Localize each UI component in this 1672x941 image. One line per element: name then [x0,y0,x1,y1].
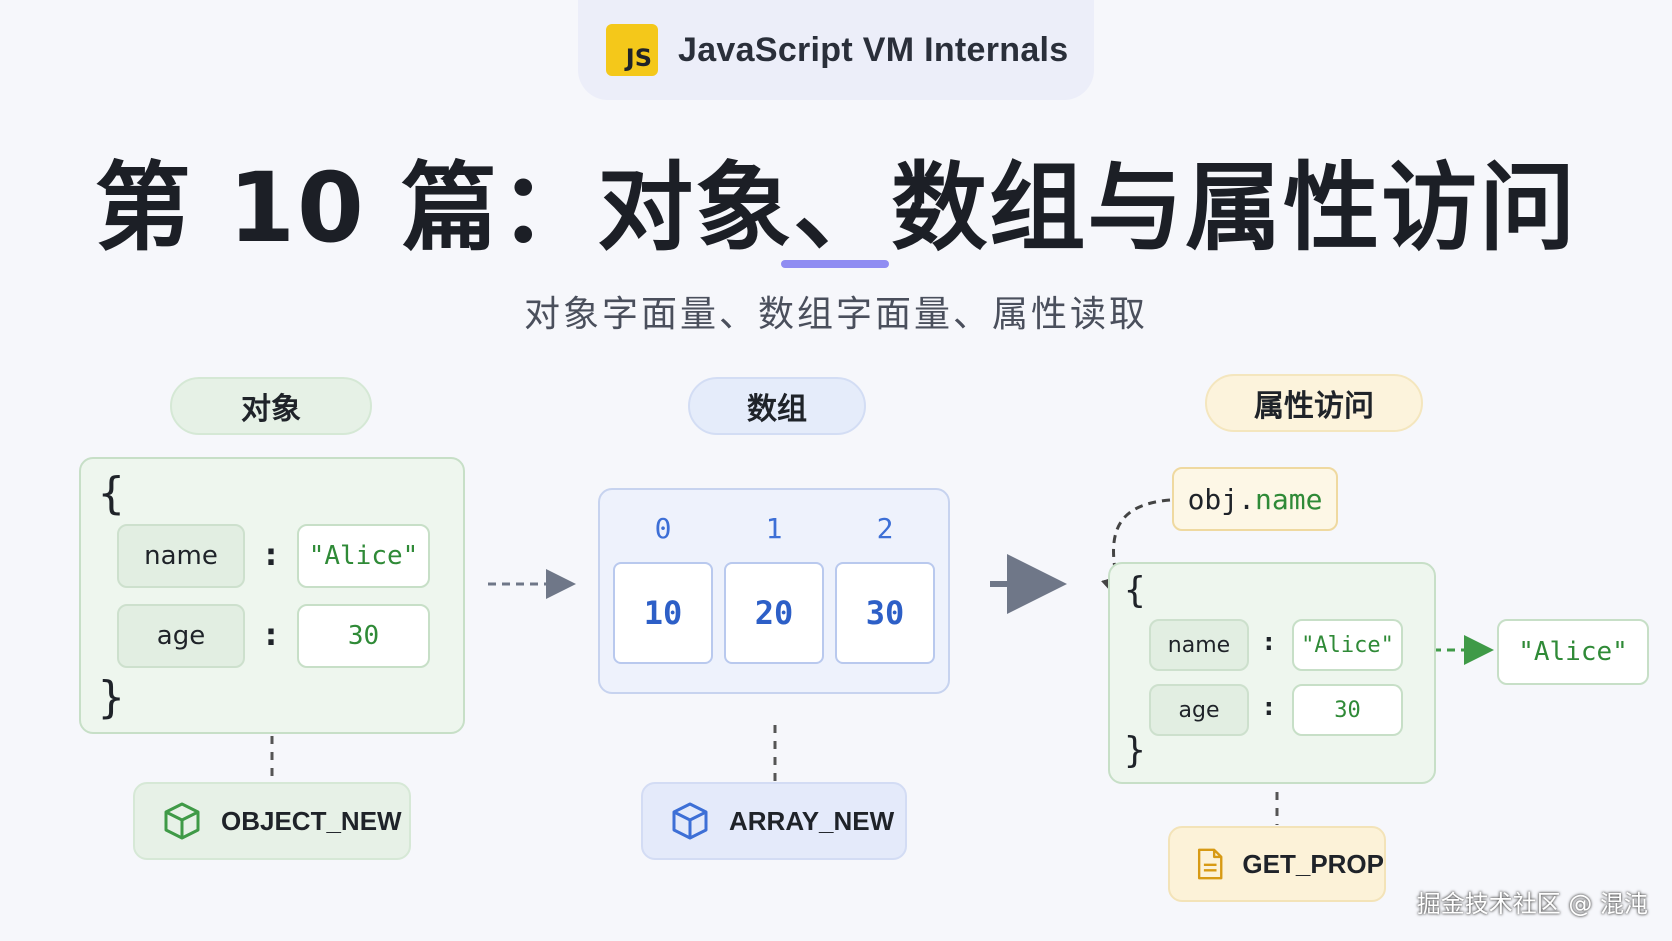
page-subtitle: 对象字面量、数组字面量、属性读取 [523,294,1148,335]
title-underline [781,260,889,268]
array-label: 数组 [688,377,866,435]
access-close-brace: } [1124,730,1146,771]
access-label: 属性访问 [1205,374,1423,432]
object-key-name: name [117,524,245,588]
access-colon-age: : [1264,693,1274,721]
expr-property: name [1255,482,1323,516]
object-colon-age: : [265,618,277,653]
access-value-name: "Alice" [1292,619,1403,671]
array-new-label: ARRAY_NEW [729,805,895,836]
array-cell-0: 10 [613,562,713,664]
array-cell-1: 20 [724,562,824,664]
array-cell-2: 30 [835,562,935,664]
object-colon-name: : [265,538,277,573]
access-expression: obj.name [1172,467,1338,531]
object-new-opcode: OBJECT_NEW [133,782,411,860]
object-new-label: OBJECT_NEW [221,805,402,836]
watermark: 掘金技术社区 @ 混沌 [1416,890,1648,918]
object-label: 对象 [170,377,372,435]
array-new-opcode: ARRAY_NEW [641,782,907,860]
array-index-2: 2 [876,512,894,545]
header-tag-text: JavaScript VM Internals [678,30,1069,69]
document-icon [1197,848,1223,880]
object-close-brace: } [98,672,125,723]
access-value-age: 30 [1292,684,1403,736]
header-tag: JS JavaScript VM Internals [578,0,1094,100]
object-key-age: age [117,604,245,668]
expr-object: obj. [1187,482,1255,516]
access-key-name: name [1149,619,1249,671]
get-prop-opcode: GET_PROP [1168,826,1386,902]
object-value-age: 30 [297,604,430,668]
js-logo-icon: JS [606,24,658,76]
access-colon-name: : [1264,628,1274,656]
array-index-0: 0 [654,512,672,545]
access-open-brace: { [1124,570,1146,611]
access-object-box [1108,562,1436,784]
cube-icon [672,802,708,840]
object-value-name: "Alice" [297,524,430,588]
object-open-brace: { [98,468,125,519]
access-result: "Alice" [1497,619,1649,685]
cube-icon [164,802,200,840]
get-prop-label: GET_PROP [1242,848,1384,879]
object-literal-box [79,457,465,734]
page-title: 第 10 篇：对象、数组与属性访问 [94,152,1578,264]
access-key-age: age [1149,684,1249,736]
array-index-1: 1 [765,512,783,545]
